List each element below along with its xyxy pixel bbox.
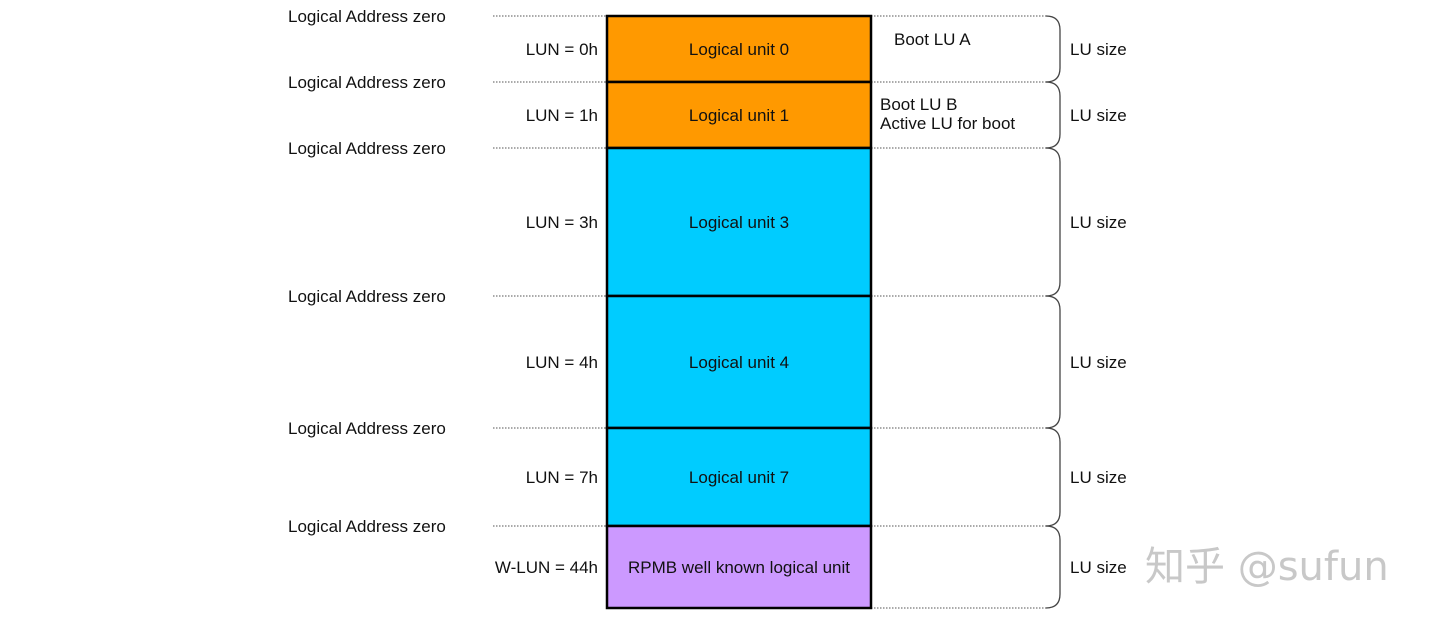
- logical-address-label: Logical Address zero: [288, 419, 446, 438]
- unit-name: Logical unit 1: [689, 106, 789, 125]
- lun-label: LUN = 0h: [526, 40, 598, 59]
- watermark-text: 知乎 @sufun: [1145, 544, 1389, 590]
- lu-size-label: LU size: [1070, 106, 1127, 125]
- lun-label: LUN = 4h: [526, 353, 598, 372]
- size-braces: [1045, 15, 1061, 609]
- unit-blocks: [605, 14, 873, 610]
- unit-block: [605, 426, 873, 528]
- boundary-lines: [493, 15, 1046, 609]
- size-brace: [1045, 81, 1061, 149]
- logical-address-label: Logical Address zero: [288, 517, 446, 536]
- lu-size-label: LU size: [1070, 468, 1127, 487]
- lun-label: LUN = 1h: [526, 106, 598, 125]
- labels: Logical unit 0 LUN = 0h Logical Address ze…: [288, 7, 1127, 577]
- unit-note: Boot LU B: [880, 95, 958, 114]
- logical-address-label: Logical Address zero: [288, 139, 446, 158]
- lun-label: LUN = 7h: [526, 468, 598, 487]
- lu-size-label: LU size: [1070, 558, 1127, 577]
- size-brace: [1045, 147, 1061, 297]
- size-brace: [1045, 295, 1061, 429]
- logical-address-label: Logical Address zero: [288, 7, 446, 26]
- size-brace: [1045, 427, 1061, 527]
- lu-size-label: LU size: [1070, 353, 1127, 372]
- unit-name: Logical unit 7: [689, 468, 789, 487]
- unit-name: RPMB well known logical unit: [628, 558, 850, 577]
- unit-block: [605, 146, 873, 298]
- lun-label: LUN = 3h: [526, 213, 598, 232]
- unit-note: Active LU for boot: [880, 114, 1015, 133]
- size-brace: [1045, 525, 1061, 609]
- lu-size-label: LU size: [1070, 213, 1127, 232]
- size-brace: [1045, 15, 1061, 83]
- lun-label: W-LUN = 44h: [495, 558, 598, 577]
- unit-name: Logical unit 3: [689, 213, 789, 232]
- logical-address-label: Logical Address zero: [288, 73, 446, 92]
- lu-size-label: LU size: [1070, 40, 1127, 59]
- unit-block: [605, 14, 873, 84]
- unit-name: Logical unit 0: [689, 40, 789, 59]
- unit-block: [605, 294, 873, 430]
- unit-block: [605, 80, 873, 150]
- unit-block: [605, 524, 873, 610]
- unit-note: Boot LU A: [894, 30, 971, 49]
- logical-address-label: Logical Address zero: [288, 287, 446, 306]
- unit-name: Logical unit 4: [689, 353, 789, 372]
